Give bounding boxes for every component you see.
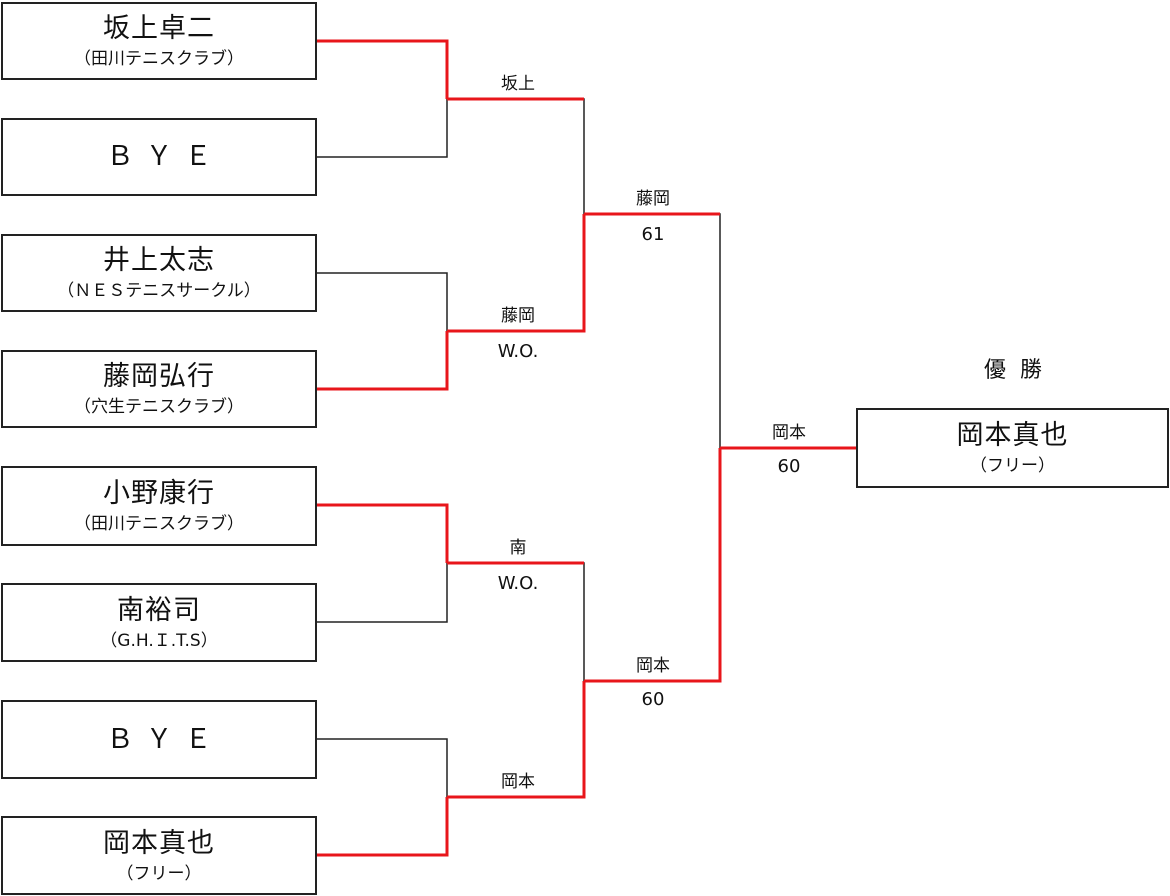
player-box-5: 小野康行 （田川テニスクラブ）	[1, 466, 317, 546]
r1m3-winner: 南	[509, 538, 527, 558]
r1m3-bottom-line	[316, 563, 448, 623]
player-club: （フリー）	[116, 863, 202, 884]
r1m4-bottom-line	[316, 797, 449, 857]
r1m2-score: W.O.	[497, 341, 539, 362]
sf2-bottom-line	[447, 681, 586, 799]
sf1-top-line	[447, 98, 585, 214]
sf2-score: 60	[641, 689, 665, 710]
player-club: （G.H.Ｉ.T.S）	[100, 630, 218, 651]
final-score: 60	[777, 456, 801, 477]
r1m1-winner: 坂上	[501, 74, 535, 94]
sf1-bottom-line	[447, 214, 586, 333]
sf1-winner: 藤岡	[636, 189, 670, 209]
player-club: （田川テニスクラブ）	[74, 514, 244, 534]
player-name: 井上太志	[103, 245, 215, 276]
player-box-1: 坂上卓二 （田川テニスクラブ）	[1, 2, 317, 80]
player-box-2: ＢＹＥ	[1, 118, 317, 196]
champion-box: 岡本真也 （フリー）	[856, 408, 1169, 488]
r1m2-bottom-line	[316, 331, 449, 391]
r1m3-top-line	[316, 503, 449, 563]
r1m1-top-line	[316, 39, 449, 99]
champion-club: （フリー）	[970, 456, 1055, 476]
player-name: 南裕司	[117, 594, 201, 626]
final-top-line	[584, 213, 721, 448]
r1m4-top-line	[316, 738, 448, 797]
champion-name: 岡本真也	[956, 420, 1069, 451]
r1m1-bottom-line	[316, 99, 448, 158]
player-name: 坂上卓二	[103, 13, 215, 44]
player-box-3: 井上太志 （ＮＥＳテニスサークル）	[1, 234, 317, 312]
player-club: （田川テニスクラブ）	[74, 49, 244, 69]
sf2-winner: 岡本	[636, 656, 670, 676]
player-name: ＢＹＥ	[106, 141, 224, 172]
final-winner: 岡本	[772, 423, 806, 443]
player-box-7: ＢＹＥ	[1, 700, 317, 779]
player-club: （穴生テニスクラブ）	[74, 397, 244, 417]
player-name: 岡本真也	[103, 827, 215, 859]
player-club: （ＮＥＳテニスサークル）	[57, 281, 261, 301]
r1m4-winner: 岡本	[501, 772, 535, 792]
r1m3-score: W.O.	[497, 573, 539, 594]
r1m2-top-line	[316, 272, 448, 331]
r1m2-winner: 藤岡	[501, 306, 535, 326]
player-box-8: 岡本真也 （フリー）	[1, 816, 317, 895]
champion-title: 優勝	[983, 358, 1057, 383]
final-bottom-line	[584, 448, 722, 683]
player-name: ＢＹＥ	[106, 723, 224, 755]
player-box-4: 藤岡弘行 （穴生テニスクラブ）	[1, 350, 317, 428]
player-name: 藤岡弘行	[103, 361, 215, 392]
player-box-6: 南裕司 （G.H.Ｉ.T.S）	[1, 583, 317, 662]
player-name: 小野康行	[103, 478, 215, 509]
sf1-score: 61	[641, 224, 665, 245]
